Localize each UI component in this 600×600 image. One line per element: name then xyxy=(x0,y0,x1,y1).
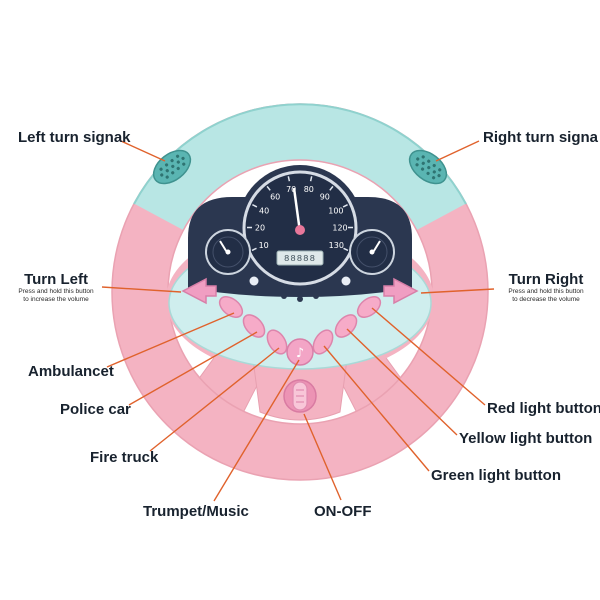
speedometer-tick-mark xyxy=(343,247,349,252)
leader-line-turn-right xyxy=(420,288,495,294)
speedometer-tick-label: 130 xyxy=(329,241,344,250)
left-gauge xyxy=(205,229,251,275)
trumpet-music-button: ♪ xyxy=(286,338,314,366)
speedometer-tick-mark xyxy=(329,185,334,191)
label-red-light: Red light button xyxy=(487,400,600,417)
ring-teal-grip xyxy=(134,104,466,231)
panel-screw-dots xyxy=(281,293,319,302)
leader-line-right-turn xyxy=(435,140,480,162)
label-turn-right: Turn Right Press and hold this button to… xyxy=(496,271,596,304)
right-turn-signal-speaker xyxy=(408,149,448,185)
turn-left-sub1: Press and hold this button xyxy=(18,288,94,295)
police-car-button xyxy=(242,314,266,338)
speedometer-tick-label: 10 xyxy=(259,241,269,250)
right-grille-dots xyxy=(415,155,442,180)
leader-line-police xyxy=(128,331,258,406)
label-on-off: ON-OFF xyxy=(314,503,372,520)
left-grille-dots xyxy=(159,154,186,179)
lcd-display: 88888 xyxy=(276,250,324,266)
fire-truck-button xyxy=(266,329,288,355)
lcd-value: 88888 xyxy=(284,254,316,264)
speedometer-tick-mark xyxy=(309,176,313,182)
panel-right-dot xyxy=(341,276,351,286)
speedometer-tick-label: 70 xyxy=(286,185,296,194)
leader-line-trumpet xyxy=(213,359,300,502)
onoff-switch xyxy=(283,379,317,413)
green-light-button xyxy=(312,329,334,355)
turn-right-title: Turn Right xyxy=(508,271,584,288)
leader-line-yellow xyxy=(346,328,458,436)
leader-line-green xyxy=(323,345,430,472)
label-police-car: Police car xyxy=(60,401,131,418)
speedometer-tick-label: 60 xyxy=(270,193,280,202)
speedometer-tick-label: 80 xyxy=(304,185,314,194)
label-trumpet-music: Trumpet/Music xyxy=(143,503,249,520)
speedometer-tick-label: 100 xyxy=(328,206,343,215)
ambulance-button xyxy=(218,296,244,318)
leader-line-fire xyxy=(149,347,280,452)
speedometer-needle-cap xyxy=(295,225,305,235)
speedometer-tick-mark xyxy=(266,185,271,191)
speedometer-tick-mark xyxy=(251,247,257,252)
label-yellow-light: Yellow light button xyxy=(459,430,593,447)
left-turn-signal-speaker xyxy=(152,149,192,185)
speedometer-tick-label: 90 xyxy=(320,193,330,202)
speedometer-needle xyxy=(292,187,302,233)
leader-lines xyxy=(101,140,495,502)
speedometer-tick-label: 20 xyxy=(255,224,265,233)
speedometer-tick-label: 120 xyxy=(332,224,347,233)
label-turn-left: Turn Left Press and hold this button to … xyxy=(4,271,108,304)
leader-line-red xyxy=(371,307,486,406)
speedometer-tick-label: 40 xyxy=(259,206,269,215)
turn-left-arrow-button xyxy=(181,277,217,305)
music-note-icon: ♪ xyxy=(296,346,304,361)
speedometer-tick-mark xyxy=(287,176,291,182)
red-light-button xyxy=(356,296,382,318)
leader-line-ambulance xyxy=(106,312,235,368)
label-right-turn-signal: Right turn signa xyxy=(483,129,598,146)
yellow-light-button xyxy=(334,314,358,338)
turn-right-arrow-button xyxy=(383,277,419,305)
sound-buttons xyxy=(218,296,382,355)
speedometer-tick-mark xyxy=(252,204,258,208)
turn-right-sub1: Press and hold this button xyxy=(508,288,584,295)
turn-right-sub2: to decrease the volume xyxy=(512,296,580,304)
turn-left-sub2: to increase the volume xyxy=(23,296,89,304)
label-fire-truck: Fire truck xyxy=(90,449,159,466)
leader-line-left-turn xyxy=(120,140,166,162)
label-ambulance: Ambulancet xyxy=(28,363,114,380)
leader-line-turn-left xyxy=(101,286,182,293)
turn-left-title: Turn Left xyxy=(24,271,88,288)
label-left-turn-signal: Left turn signak xyxy=(18,129,131,146)
label-green-light: Green light button xyxy=(431,467,561,484)
right-gauge xyxy=(349,229,395,275)
leader-line-onoff xyxy=(303,413,342,501)
panel-left-dot xyxy=(249,276,259,286)
speedometer-tick-mark xyxy=(342,204,348,208)
